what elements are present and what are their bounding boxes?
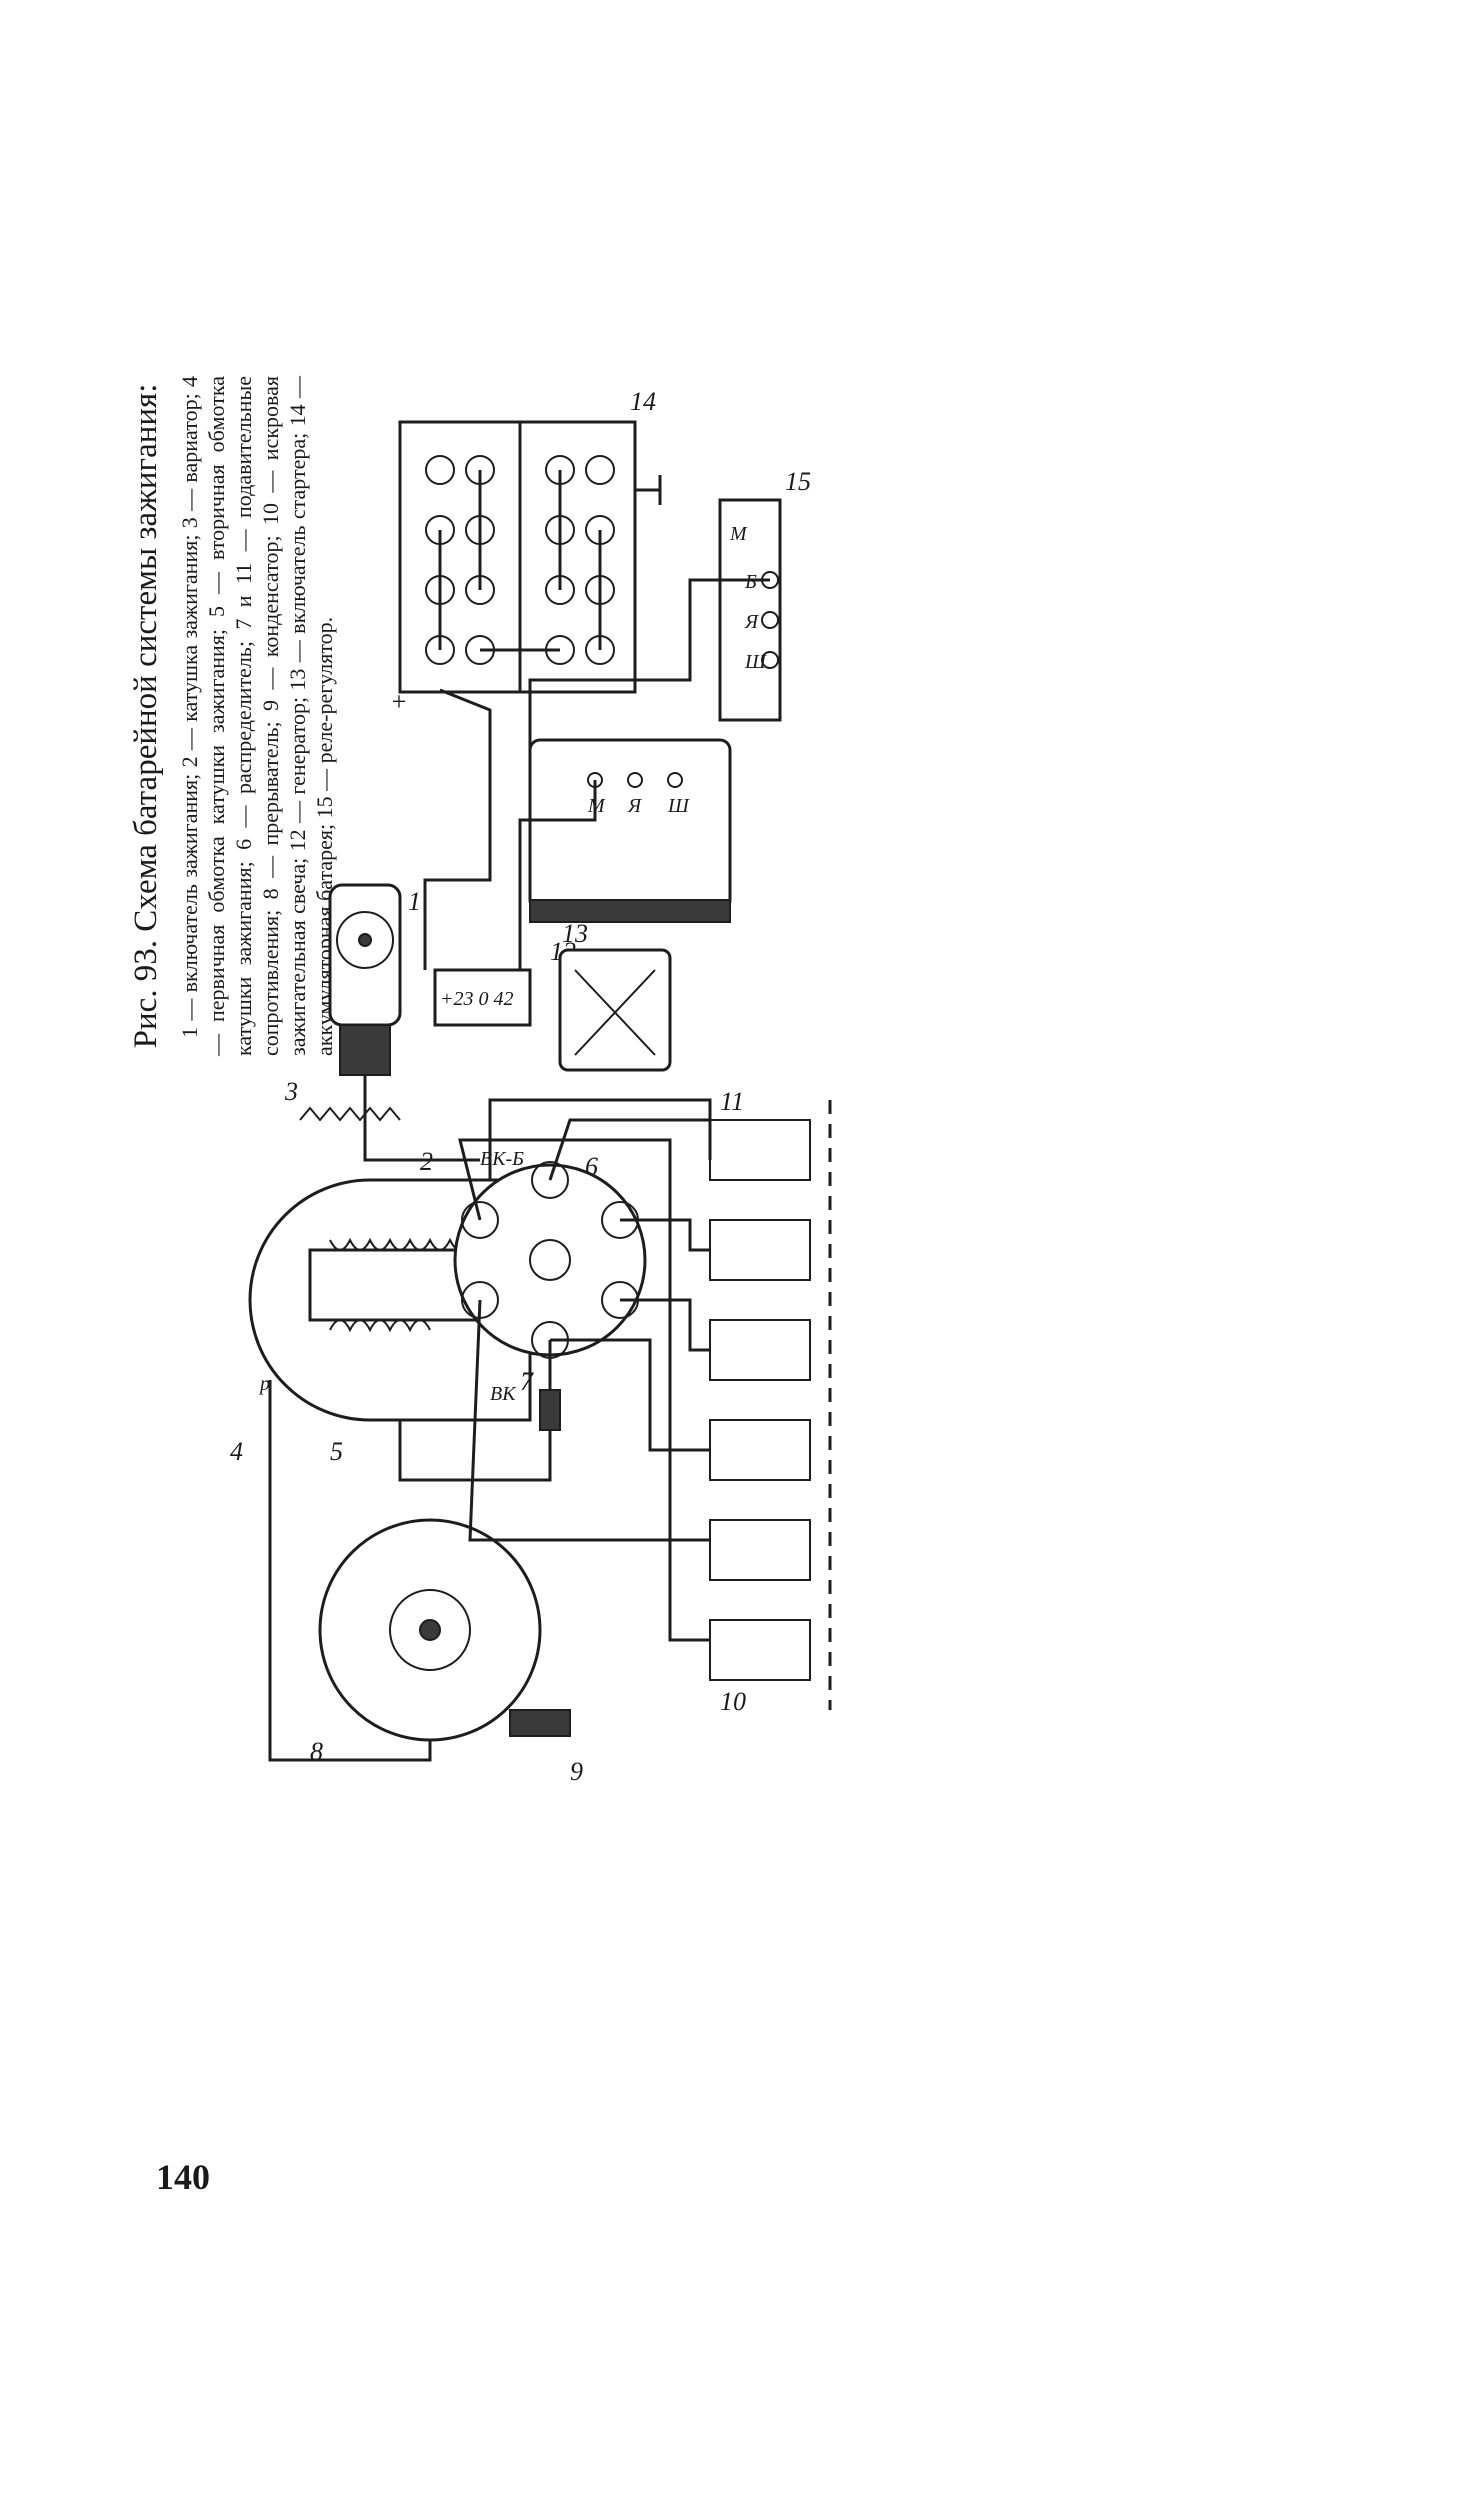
callout-10: 10 [720,1687,746,1716]
wires [268,578,770,1762]
callout-7: 7 [520,1367,534,1396]
gen-terminal-sh: Ш [667,795,690,817]
relay-regulator: Б Я Ш М 15 [718,467,811,722]
distributor: 6 [453,1152,647,1359]
battery-plus-label: + [390,687,408,716]
ignition-wiring-diagram: 14 + Б Я Ш М 15 М Я Ш 12 1 +23 0 42 [230,387,832,1786]
relay-terminal-b: Б [744,571,757,593]
callout-3: 3 [284,1077,298,1106]
battery: 14 + [390,387,662,716]
relay-terminal-m: М [729,523,748,545]
callout-4: 4 [230,1437,243,1466]
coil-terminal-vk: ВК [490,1383,517,1405]
gen-terminal-ya: Я [627,795,643,817]
relay-terminal-sh: Ш [744,651,767,673]
coil-terminal-vkb: ВК-Б [480,1148,524,1170]
starter-switch: 13 [558,919,672,1072]
callout-8: 8 [310,1737,323,1766]
callout-15: 15 [785,467,811,496]
condenser: 9 [509,1709,583,1786]
ignition-switch: 1 [328,883,421,1076]
callout-14: 14 [630,387,656,416]
callout-6: 6 [585,1152,598,1181]
figure-title: Рис. 93. Схема батарейной системы зажига… [128,383,164,1049]
coil-terminal-p: р [258,1373,270,1395]
callout-11: 11 [720,1087,744,1116]
switch-box: +23 0 42 [433,968,532,1027]
relay-terminal-ya: Я [744,611,760,633]
callout-13: 13 [562,919,588,948]
callout-9: 9 [570,1757,583,1786]
page-number: 140 [156,2157,210,2197]
spark-plugs: 11 10 [709,1087,811,1716]
generator: М Я Ш 12 [528,738,732,966]
callout-1: 1 [408,887,421,916]
callout-5: 5 [330,1437,343,1466]
breaker: 8 [310,1518,542,1766]
variator: 3 [284,1077,401,1122]
switch-marks: +23 0 42 [440,988,514,1010]
